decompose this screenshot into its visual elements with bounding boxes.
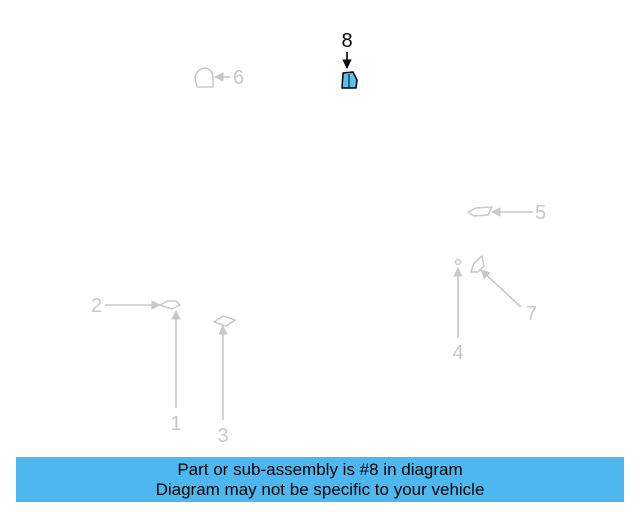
info-banner: Part or sub-assembly is #8 in diagram Di… (16, 457, 624, 502)
part-8[interactable]: 8 (341, 30, 358, 89)
part-5-shape[interactable] (467, 206, 493, 217)
callout-6[interactable]: 6 (233, 67, 244, 89)
part-3[interactable]: 3 (213, 315, 236, 447)
part-4-shape[interactable] (454, 258, 462, 266)
part-4[interactable]: 4 (452, 258, 464, 365)
part-2[interactable]: 2 (91, 295, 181, 317)
leader-line-7 (480, 269, 522, 308)
part-5[interactable]: 5 (467, 202, 546, 224)
part-1[interactable]: 1 (170, 310, 182, 435)
callout-3[interactable]: 3 (217, 425, 228, 447)
callout-7[interactable]: 7 (526, 303, 537, 325)
part-2-shape[interactable] (159, 300, 181, 310)
callout-2[interactable]: 2 (91, 295, 102, 317)
callout-5[interactable]: 5 (535, 202, 546, 224)
banner-line-1: Part or sub-assembly is #8 in diagram (177, 460, 463, 479)
callout-1[interactable]: 1 (170, 413, 181, 435)
part-6-shape[interactable] (194, 67, 214, 88)
part-3-shape[interactable] (213, 315, 236, 327)
callout-8[interactable]: 8 (341, 30, 352, 52)
banner-line-2: Diagram may not be specific to your vehi… (155, 480, 485, 499)
part-6[interactable]: 6 (194, 67, 244, 89)
part-7[interactable]: 7 (470, 255, 537, 325)
callout-4[interactable]: 4 (452, 342, 463, 364)
part-7-shape[interactable] (470, 255, 485, 273)
